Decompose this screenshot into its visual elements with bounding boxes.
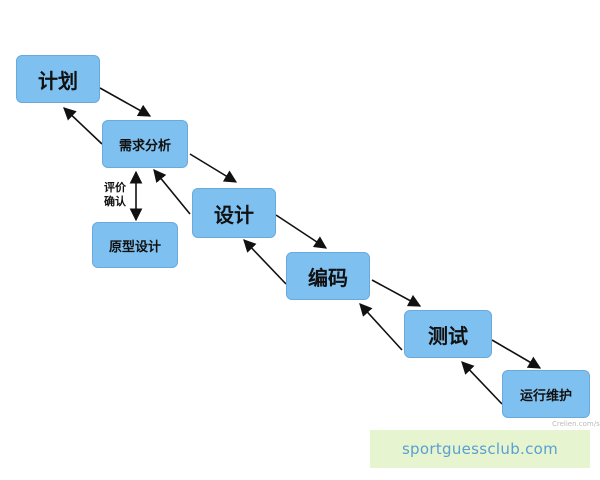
arrow-plan-to-requirements [99, 87, 152, 117]
edge-label-line2: 确认 [104, 195, 126, 208]
arrow-requirements-to-design [189, 153, 238, 183]
node-maintenance-label: 运行维护 [519, 388, 572, 404]
node-prototype: 原型设计 [92, 222, 178, 268]
arrow-testing-to-maintenance [491, 339, 542, 369]
arrow-design-to-requirements [153, 169, 191, 215]
node-testing-label: 测试 [428, 323, 468, 348]
node-testing: 测试 [404, 310, 492, 358]
node-maintenance: 运行维护 [502, 370, 590, 418]
arrow-testing-to-coding [359, 303, 403, 351]
node-coding-label: 编码 [308, 265, 348, 290]
node-design: 设计 [192, 188, 276, 238]
node-design-label: 设计 [214, 202, 254, 227]
watermark: Crelien.com/sesion [552, 420, 600, 428]
node-plan: 计划 [16, 55, 100, 103]
arrow-maintenance-to-testing [461, 361, 503, 405]
node-coding: 编码 [286, 252, 370, 300]
site-banner: sportguessclub.com [370, 430, 590, 468]
edge-label-line1: 评价 [104, 181, 126, 194]
node-requirements: 需求分析 [102, 120, 188, 168]
edge-label-evaluate-confirm: 评价 确认 [104, 181, 134, 209]
site-banner-text: sportguessclub.com [401, 440, 559, 458]
node-requirements-label: 需求分析 [118, 138, 171, 154]
arrow-design-to-coding [275, 214, 328, 249]
arrow-coding-to-design [243, 239, 287, 285]
arrow-requirements-to-plan [63, 107, 103, 145]
node-prototype-label: 原型设计 [108, 239, 161, 255]
node-plan-label: 计划 [38, 68, 78, 93]
arrow-coding-to-testing [371, 279, 422, 307]
